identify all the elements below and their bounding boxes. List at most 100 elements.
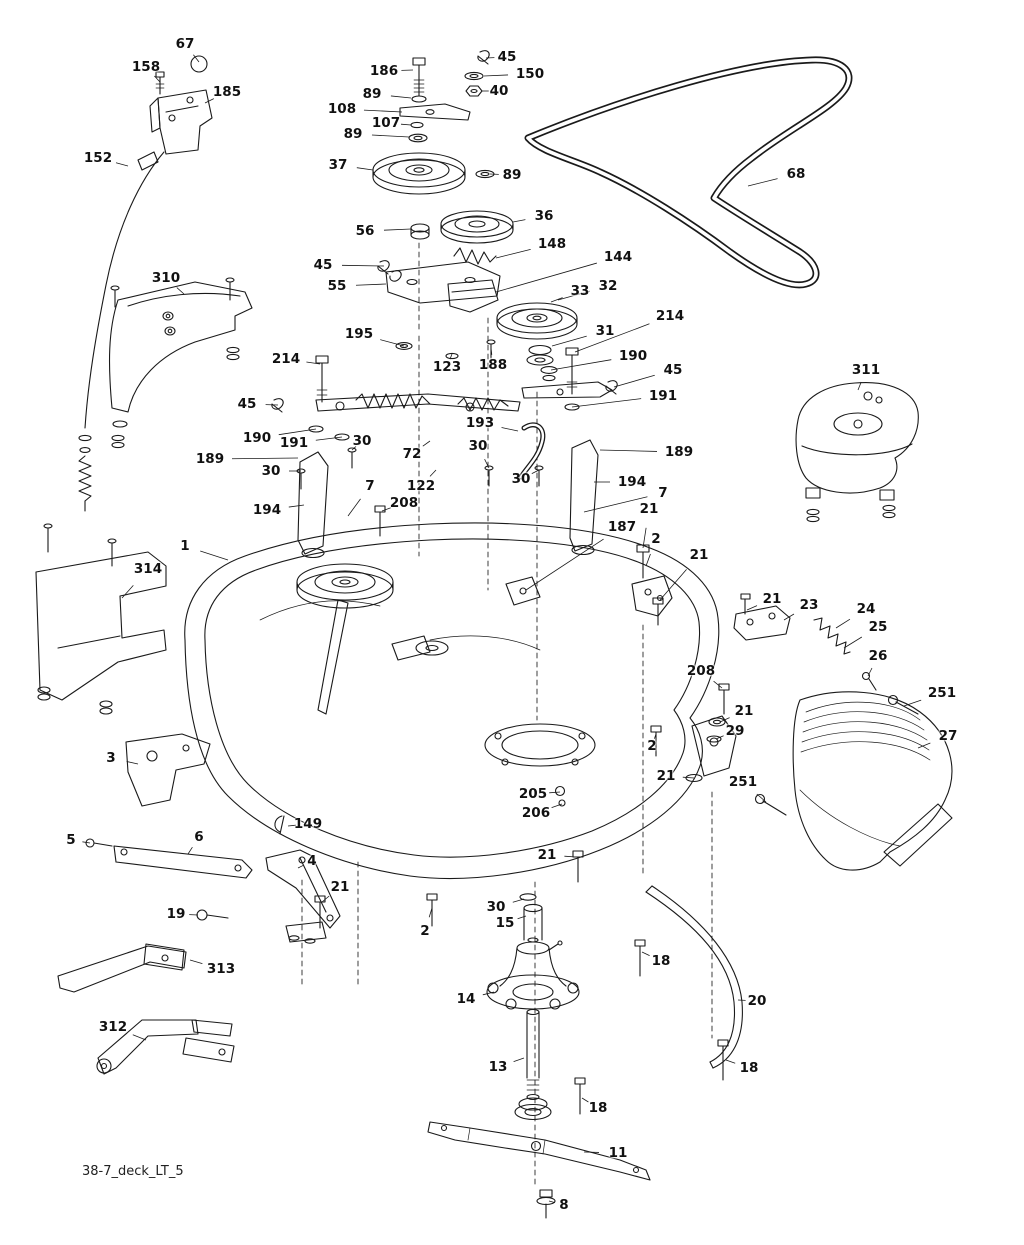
- part-number-callout: 186: [369, 63, 399, 79]
- part-number-callout: 37: [328, 157, 348, 173]
- part-number-callout: 150: [515, 66, 545, 82]
- baffle-art: [108, 277, 253, 449]
- part-number-callout: 205: [518, 786, 548, 802]
- part-number-callout: 19: [166, 906, 186, 922]
- engagement-assembly-art: [271, 247, 618, 559]
- mandrel-cover-art: [795, 381, 919, 523]
- lower-left-brackets-art: [57, 733, 341, 1075]
- part-number-callout: 194: [252, 502, 282, 518]
- part-number-callout: 56: [355, 223, 375, 239]
- part-number-callout: 15: [495, 915, 515, 931]
- side-plate-art: [35, 523, 167, 715]
- part-number-callout: 67: [175, 36, 195, 52]
- part-number-callout: 189: [195, 451, 225, 467]
- part-number-callout: 21: [639, 501, 659, 517]
- part-number-callout: 6: [194, 829, 204, 845]
- spindle-blade-art: [426, 893, 651, 1219]
- part-number-callout: 21: [762, 591, 782, 607]
- part-number-callout: 89: [502, 167, 522, 183]
- part-number-callout: 30: [511, 471, 531, 487]
- part-number-callout: 45: [237, 396, 257, 412]
- part-number-callout: 193: [465, 415, 495, 431]
- part-number-callout: 310: [151, 270, 181, 286]
- part-number-callout: 21: [537, 847, 557, 863]
- part-number-callout: 251: [927, 685, 957, 701]
- part-number-callout: 148: [537, 236, 567, 252]
- part-number-callout: 2: [647, 738, 657, 754]
- part-number-callout: 1: [180, 538, 190, 554]
- part-number-callout: 13: [488, 1059, 508, 1075]
- part-number-callout: 55: [327, 278, 347, 294]
- part-number-callout: 188: [478, 357, 508, 373]
- part-number-callout: 21: [330, 879, 350, 895]
- part-number-callout: 314: [133, 561, 163, 577]
- deck-shell-art: [184, 522, 737, 883]
- part-number-callout: 4: [307, 853, 317, 869]
- clutch-cable-art: [78, 55, 213, 512]
- part-number-callout: 7: [658, 485, 668, 501]
- part-number-callout: 313: [206, 961, 236, 977]
- part-number-callout: 21: [734, 703, 754, 719]
- discharge-side-art: [634, 593, 953, 1081]
- part-number-callout: 30: [261, 463, 281, 479]
- part-number-callout: 36: [534, 208, 554, 224]
- part-number-callout: 8: [559, 1197, 569, 1213]
- part-number-callout: 29: [725, 723, 745, 739]
- part-number-callout: 189: [664, 444, 694, 460]
- part-number-callout: 312: [98, 1019, 128, 1035]
- part-number-callout: 123: [432, 359, 462, 375]
- part-number-callout: 251: [728, 774, 758, 790]
- part-number-callout: 152: [83, 150, 113, 166]
- part-number-callout: 18: [651, 953, 671, 969]
- part-number-callout: 208: [389, 495, 419, 511]
- part-number-callout: 107: [371, 115, 401, 131]
- part-number-callout: 5: [66, 832, 76, 848]
- part-number-callout: 2: [420, 923, 430, 939]
- part-number-callout: 190: [242, 430, 272, 446]
- part-number-callout: 187: [607, 519, 637, 535]
- part-number-callout: 27: [938, 728, 958, 744]
- part-number-callout: 108: [327, 101, 357, 117]
- part-number-callout: 191: [648, 388, 678, 404]
- part-number-callout: 40: [489, 83, 509, 99]
- diagram-file-label: 38-7_deck_LT_5: [82, 1164, 184, 1179]
- part-number-callout: 32: [598, 278, 618, 294]
- part-number-callout: 30: [486, 899, 506, 915]
- part-number-callout: 14: [456, 991, 476, 1007]
- part-number-callout: 25: [868, 619, 888, 635]
- part-number-callout: 23: [799, 597, 819, 613]
- part-number-callout: 214: [655, 308, 685, 324]
- part-number-callout: 18: [588, 1100, 608, 1116]
- part-number-callout: 122: [406, 478, 436, 494]
- part-number-callout: 33: [570, 283, 590, 299]
- part-number-callout: 149: [293, 816, 323, 832]
- part-number-callout: 68: [786, 166, 806, 182]
- part-number-callout: 144: [603, 249, 633, 265]
- part-number-callout: 89: [362, 86, 382, 102]
- part-number-callout: 45: [663, 362, 683, 378]
- part-number-callout: 20: [747, 993, 767, 1009]
- part-number-callout: 185: [212, 84, 242, 100]
- part-number-callout: 21: [656, 768, 676, 784]
- part-number-callout: 21: [689, 547, 709, 563]
- part-number-callout: 31: [595, 323, 615, 339]
- part-number-callout: 45: [313, 257, 333, 273]
- part-number-callout: 3: [106, 750, 116, 766]
- part-number-callout: 45: [497, 49, 517, 65]
- part-number-callout: 194: [617, 474, 647, 490]
- part-number-callout: 158: [131, 59, 161, 75]
- part-number-callout: 89: [343, 126, 363, 142]
- part-number-callout: 30: [352, 433, 372, 449]
- part-number-callout: 24: [856, 601, 876, 617]
- belt-art: [524, 56, 853, 289]
- part-number-callout: 190: [618, 348, 648, 364]
- part-number-callout: 18: [739, 1060, 759, 1076]
- idler-pulley-stack-art: [372, 50, 514, 244]
- part-number-callout: 7: [365, 478, 375, 494]
- part-number-callout: 206: [521, 805, 551, 821]
- part-number-callout: 26: [868, 648, 888, 664]
- part-number-callout: 214: [271, 351, 301, 367]
